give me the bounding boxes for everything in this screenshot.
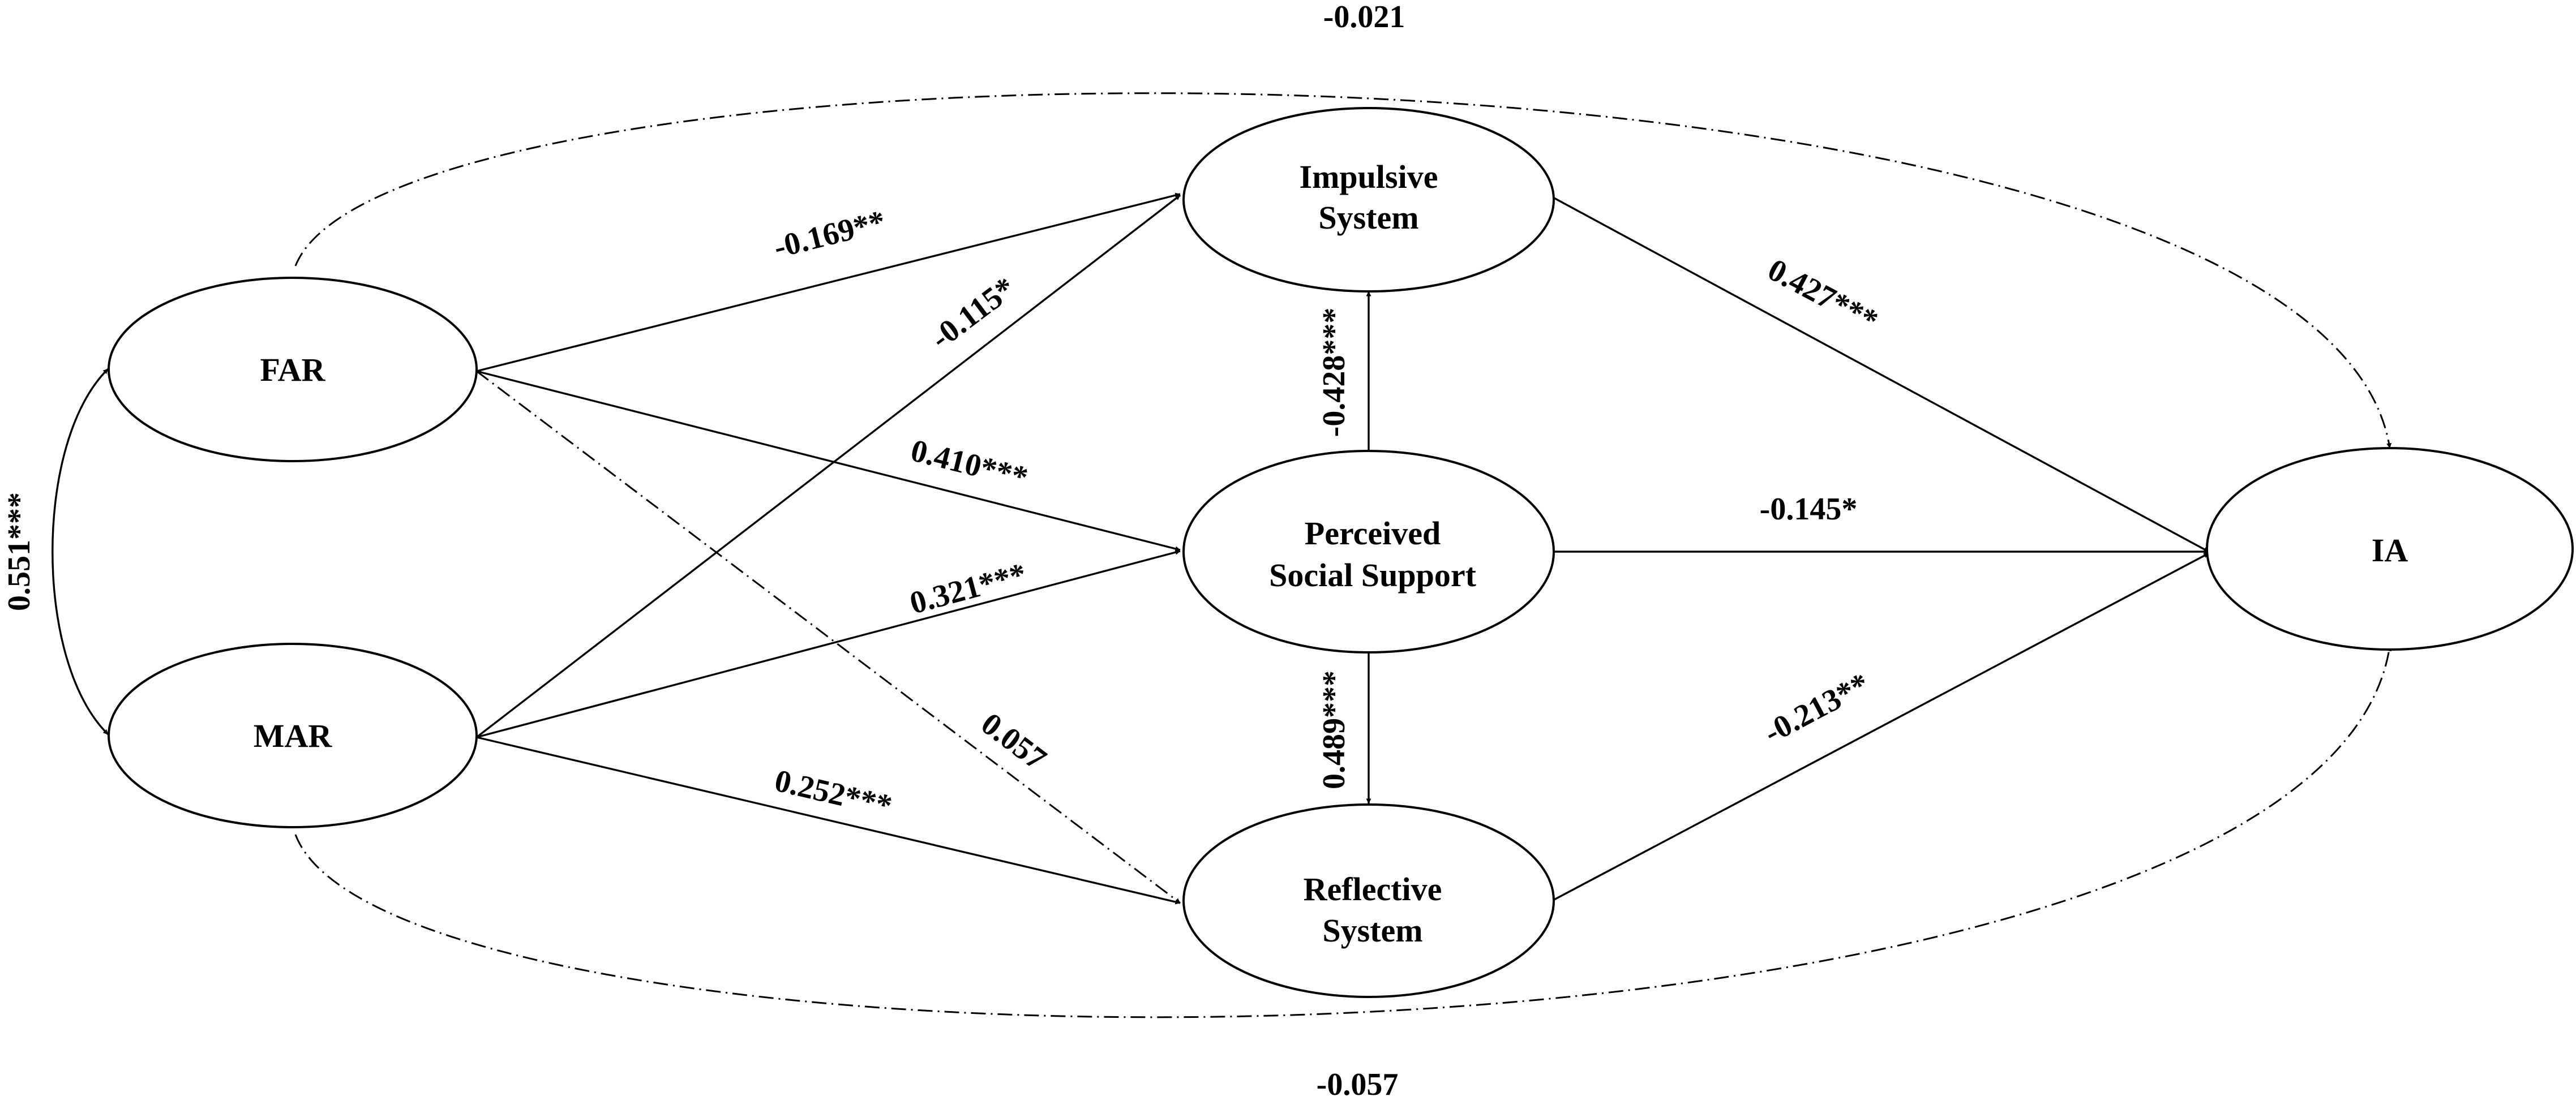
- label-far-impulsive: -0.169**: [770, 204, 889, 265]
- label-far-reflective: 0.057: [975, 706, 1053, 777]
- node-reflective-system-label: System: [1322, 912, 1422, 949]
- node-far-label: FAR: [260, 351, 326, 388]
- label-mar-reflective: 0.252***: [771, 763, 895, 824]
- node-impulsive-system-label: Impulsive: [1300, 158, 1438, 195]
- node-perceived-social-support: Perceived Social Support: [1182, 450, 1555, 653]
- node-mar: MAR: [108, 643, 478, 828]
- edge-far-ia: [294, 92, 2392, 449]
- label-reflective-ia: -0.213**: [1758, 667, 1875, 751]
- label-mar-ia: -0.057: [1317, 1067, 1399, 1102]
- node-ia-label: IA: [2372, 532, 2408, 569]
- node-reflective-system-label: Reflective: [1304, 871, 1442, 908]
- label-mar-pss: 0.321***: [906, 556, 1030, 621]
- edge-mar-ia: [294, 646, 2392, 1018]
- edge-far-pss: [476, 370, 1181, 552]
- edge-mar-pss: [476, 549, 1181, 738]
- label-far-mar: 0.551***: [2, 492, 37, 611]
- node-mar-label: MAR: [254, 717, 333, 754]
- edge-mar-impulsive: [475, 194, 1181, 738]
- node-perceived-social-support-label: Perceived: [1305, 515, 1441, 552]
- label-impulsive-ia: 0.427***: [1762, 252, 1884, 338]
- node-far: FAR: [108, 277, 478, 462]
- label-mar-impulsive: -0.115*: [924, 270, 1022, 356]
- node-perceived-social-support-label: Social Support: [1269, 557, 1476, 594]
- edge-far-impulsive: [476, 192, 1181, 372]
- node-reflective-system: Reflective System: [1182, 803, 1555, 998]
- edge-reflective-ia: [1551, 552, 2209, 902]
- label-pss-reflective: 0.489***: [1317, 670, 1352, 789]
- edge-mar-reflective: [476, 736, 1181, 905]
- edge-far-mar: [52, 368, 109, 736]
- edge-far-reflective: [476, 370, 1181, 904]
- node-ia: IA: [2206, 447, 2574, 651]
- label-pss-ia: -0.145*: [1760, 492, 1858, 527]
- node-impulsive-system: Impulsive System: [1182, 107, 1555, 293]
- label-far-ia: -0.021: [1323, 0, 1405, 35]
- node-impulsive-system-label: System: [1318, 199, 1418, 236]
- label-pss-impulsive: -0.428***: [1317, 308, 1352, 437]
- edge-impulsive-ia: [1551, 196, 2209, 553]
